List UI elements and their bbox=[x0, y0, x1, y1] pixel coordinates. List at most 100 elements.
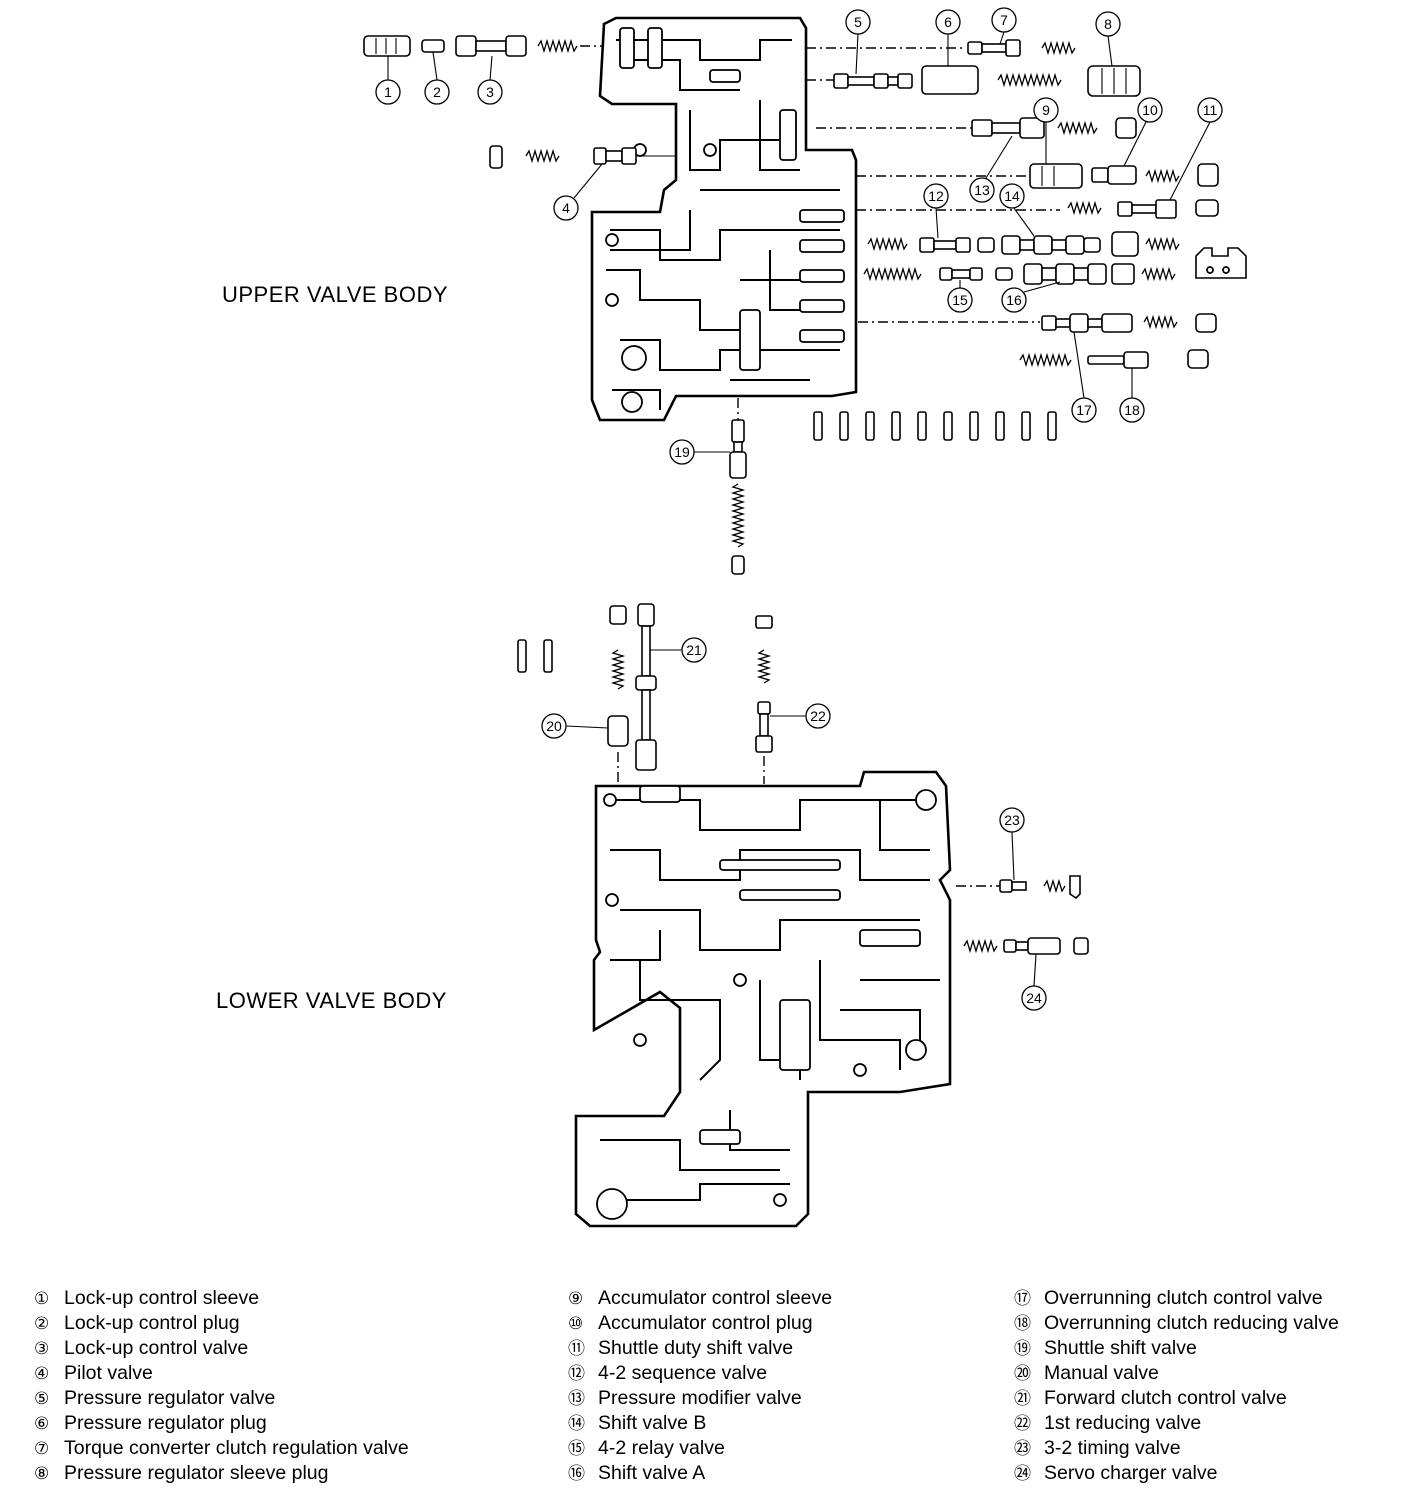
callout-15: 15 bbox=[947, 280, 973, 313]
part-lockup-valve bbox=[505, 35, 527, 57]
svg-text:9: 9 bbox=[1042, 102, 1050, 118]
svg-text:3: 3 bbox=[486, 84, 494, 100]
callout-24: 24 bbox=[1021, 953, 1047, 1011]
lower-valve-parts bbox=[517, 603, 1089, 955]
part-lockup-plug bbox=[421, 39, 445, 53]
svg-text:10: 10 bbox=[1142, 102, 1158, 118]
upper-valve-parts bbox=[363, 35, 1247, 575]
callout-16: 16 bbox=[1001, 281, 1061, 313]
svg-text:24: 24 bbox=[1026, 990, 1042, 1006]
lower-valve-body-label: LOWER VALVE BODY bbox=[216, 988, 447, 1013]
part-pilot-valve bbox=[621, 147, 637, 165]
callout-10: 10 bbox=[1123, 97, 1163, 167]
callout-13: 13 bbox=[969, 135, 1013, 203]
callout-22: 22 bbox=[770, 703, 831, 729]
svg-text:2: 2 bbox=[433, 84, 441, 100]
svg-text:13: 13 bbox=[974, 182, 990, 198]
part-shuttle-duty-shift-valve bbox=[1155, 199, 1177, 219]
callout-8: 8 bbox=[1095, 11, 1121, 67]
svg-text:5: 5 bbox=[854, 14, 862, 30]
part-shuttle-shift-valve bbox=[729, 451, 747, 479]
part-4-2-sequence-valve bbox=[955, 237, 971, 253]
callout-6: 6 bbox=[935, 9, 961, 66]
lower-body-passages bbox=[596, 785, 940, 1220]
svg-text:17: 17 bbox=[1076, 402, 1092, 418]
part-forward-clutch-control-valve bbox=[635, 739, 657, 771]
svg-text:6: 6 bbox=[944, 14, 952, 30]
check-balls-row bbox=[813, 411, 1057, 441]
svg-text:8: 8 bbox=[1104, 16, 1112, 32]
callout-18: 18 bbox=[1119, 368, 1145, 423]
callout-19: 19 bbox=[669, 439, 730, 465]
svg-text:22: 22 bbox=[810, 708, 826, 724]
svg-text:19: 19 bbox=[674, 444, 690, 460]
part-1st-reducing-valve bbox=[755, 735, 773, 753]
callout-23: 23 bbox=[999, 807, 1025, 881]
callout-4: 4 bbox=[553, 163, 603, 221]
part-shift-valve-b bbox=[1083, 237, 1101, 253]
part-pressure-regulator-valve bbox=[897, 73, 913, 89]
part-lockup-sleeve bbox=[363, 35, 411, 57]
part-accumulator-sleeve bbox=[1029, 163, 1083, 189]
upper-valve-body-label: UPPER VALVE BODY bbox=[222, 282, 449, 307]
callout-5: 5 bbox=[845, 9, 871, 75]
callout-9: 9 bbox=[1033, 97, 1059, 164]
svg-text:12: 12 bbox=[928, 188, 944, 204]
callout-2: 2 bbox=[424, 51, 450, 105]
svg-text:23: 23 bbox=[1004, 812, 1020, 828]
part-pressure-modifier-valve bbox=[1019, 117, 1045, 139]
svg-text:21: 21 bbox=[686, 642, 702, 658]
callout-1: 1 bbox=[375, 56, 401, 105]
upper-body-passages bbox=[605, 27, 845, 413]
part-tcc-regulation-valve bbox=[1005, 39, 1021, 57]
callout-11: 11 bbox=[1169, 97, 1223, 201]
part-overrunning-clutch-control-valve bbox=[1101, 313, 1133, 333]
callout-14: 14 bbox=[999, 183, 1035, 237]
lower-valve-body bbox=[574, 770, 952, 1228]
part-accumulator-plug bbox=[1107, 165, 1137, 185]
callout-3: 3 bbox=[477, 55, 503, 105]
svg-text:1: 1 bbox=[384, 84, 392, 100]
callout-17: 17 bbox=[1071, 331, 1097, 423]
part-retainer-plate bbox=[1195, 247, 1247, 279]
part-servo-charger-valve bbox=[1027, 937, 1061, 955]
svg-text:11: 11 bbox=[1203, 102, 1218, 118]
part-shift-valve-a bbox=[1111, 263, 1135, 285]
part-overrunning-clutch-reducing-valve bbox=[1123, 351, 1149, 369]
svg-text:18: 18 bbox=[1124, 402, 1140, 418]
svg-text:16: 16 bbox=[1006, 292, 1022, 308]
callout-markers: 1 2 3 4 5 6 7 8 9 10 11 12 13 14 15 16 1… bbox=[375, 7, 1223, 1011]
svg-text:4: 4 bbox=[562, 200, 570, 216]
part-manual-valve-sleeve bbox=[607, 715, 629, 747]
svg-text:20: 20 bbox=[546, 718, 562, 734]
part-pressure-regulator-plug bbox=[921, 65, 979, 95]
callout-20: 20 bbox=[541, 713, 609, 739]
